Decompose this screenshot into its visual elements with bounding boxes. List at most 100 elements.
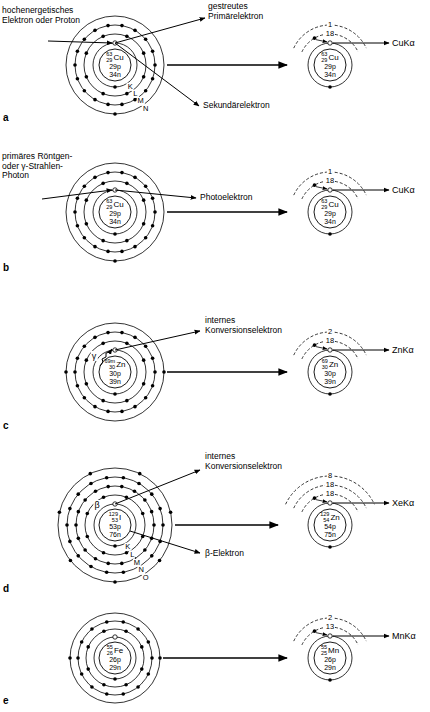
electron	[83, 498, 87, 502]
electron	[144, 396, 148, 400]
electron	[94, 489, 98, 493]
mass-and-atomic-number: 6329	[106, 199, 112, 210]
electron-shell	[94, 637, 136, 679]
nucleus	[314, 509, 346, 541]
nucleus	[314, 196, 346, 228]
isotope: 6329Cu	[321, 52, 338, 63]
nucleon-count: 29p	[324, 63, 336, 70]
electron	[64, 370, 68, 374]
label: Photoelektron	[200, 193, 252, 203]
electron	[120, 331, 124, 335]
nucleon-count: 39n	[109, 378, 121, 385]
electron	[120, 562, 124, 566]
atomic-number: 29	[106, 58, 112, 64]
nucleus-text: 6930Zn30p39n	[322, 359, 338, 385]
electron	[158, 507, 162, 511]
electron	[121, 692, 125, 696]
electron-shell	[66, 16, 164, 114]
electron	[151, 224, 155, 228]
electron-shell	[66, 163, 164, 261]
label: 13	[325, 623, 335, 631]
electron	[144, 184, 148, 188]
electron	[74, 523, 78, 527]
x-ray-emission	[333, 43, 389, 44]
electron	[89, 482, 93, 486]
electron	[65, 523, 69, 527]
electron	[133, 176, 137, 180]
label: γ	[91, 351, 98, 361]
electron	[68, 540, 72, 544]
electron	[83, 236, 87, 240]
electron	[113, 259, 117, 263]
electron	[85, 382, 89, 386]
nucleus	[99, 642, 131, 674]
electron	[58, 511, 62, 515]
mass-and-atomic-number: 5525	[321, 645, 327, 656]
nucleus-text: 69m30Zn30p39n	[104, 359, 125, 385]
element-symbol: Cu	[113, 54, 123, 62]
electron	[151, 357, 155, 361]
electron	[106, 562, 110, 566]
panel-letter: a	[3, 112, 9, 123]
atomic-number: 30	[109, 365, 115, 371]
electron-transition	[316, 500, 327, 502]
electron	[313, 183, 317, 187]
element-symbol: Fe	[114, 647, 123, 655]
electron	[328, 85, 332, 89]
element-symbol: Zn	[329, 361, 338, 369]
nucleon-count: 34n	[109, 218, 121, 225]
x-ray-emission	[333, 503, 389, 504]
electron	[76, 384, 80, 388]
electron	[101, 182, 105, 186]
atomic-number: 53	[112, 518, 118, 524]
electron	[162, 370, 166, 374]
electron	[125, 182, 129, 186]
mass-and-atomic-number: 12954	[320, 512, 329, 523]
electron	[136, 627, 140, 631]
electron	[144, 37, 148, 41]
label: 1	[327, 168, 333, 176]
panel-letter: c	[3, 420, 9, 431]
electron-shell	[86, 629, 144, 687]
electron	[125, 35, 129, 39]
nucleus-text: 6329Cu29p34n	[321, 199, 338, 225]
nucleon-count: 34n	[109, 71, 121, 78]
atom: 12953I53p76n	[58, 468, 172, 582]
electron	[94, 557, 98, 561]
electron-transition	[316, 633, 327, 635]
label: internes Konversionselektron	[205, 316, 300, 335]
electron	[120, 24, 124, 28]
label: MnKα	[392, 631, 416, 641]
electron	[143, 548, 147, 552]
electron	[153, 370, 157, 374]
atom: 69m30Zn30p39n	[66, 323, 164, 421]
electron-shell	[308, 503, 352, 547]
element-symbol: Zn	[116, 361, 125, 369]
vacancy	[328, 634, 332, 638]
panel-letter: d	[3, 583, 9, 594]
atomic-number: 54	[323, 518, 329, 524]
electron	[76, 492, 80, 496]
electron	[77, 537, 81, 541]
isotope: 6930Zn	[322, 359, 338, 370]
nucleus	[99, 356, 131, 388]
electron-shell	[75, 25, 155, 105]
label: O	[142, 574, 150, 582]
electron	[83, 184, 87, 188]
electron	[169, 511, 173, 515]
electron	[83, 37, 87, 41]
electron	[76, 224, 80, 228]
electron	[125, 92, 129, 96]
electron	[328, 232, 332, 236]
electron	[328, 678, 332, 682]
vacancy	[328, 41, 332, 45]
incoming-photon	[42, 190, 112, 199]
label: internes Konversionselektron	[205, 452, 300, 471]
electron	[137, 482, 141, 486]
electron	[68, 656, 72, 660]
electron	[113, 232, 117, 236]
nucleus	[314, 356, 346, 388]
isotope: 6329Cu	[106, 199, 123, 210]
electron	[90, 627, 94, 631]
element-symbol: Cu	[113, 201, 123, 209]
